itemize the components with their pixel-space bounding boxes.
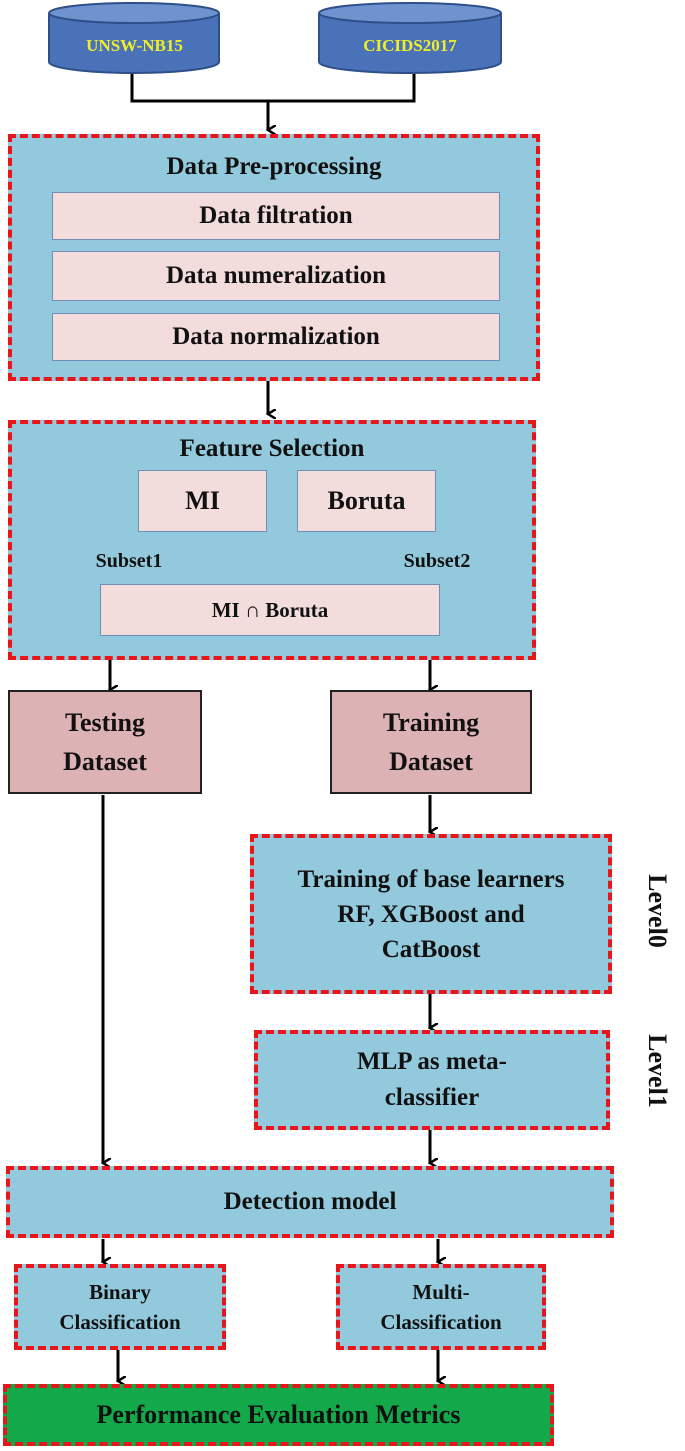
level0-base-learners-box: Training of base learners RF, XGBoost an… [250, 834, 612, 994]
multi-classification-text: Multi-Classification [380, 1279, 502, 1334]
step-data-numeralization: Data numeralization [52, 251, 500, 301]
training-dataset-label: Training Dataset [382, 708, 480, 776]
training-dataset-box: Training Dataset [330, 690, 532, 794]
level0-base-learners-text: Training of base learners RF, XGBoost an… [297, 865, 565, 963]
subset1-label: Subset1 [95, 549, 163, 572]
binary-classification-text: Binary Classification [59, 1279, 181, 1334]
dataset-label: CICIDS2017 [363, 36, 457, 55]
dataset-label: UNSW-NB15 [86, 36, 183, 55]
feature-selection-title: Feature Selection [179, 435, 365, 462]
preprocessing-title: Data Pre-processing [166, 153, 382, 180]
method-mi: MI [138, 470, 267, 532]
binary-classification-box: Binary Classification [14, 1264, 226, 1350]
database-cylinder-icon [48, 2, 220, 74]
level1-label: Level1 [643, 1034, 672, 1108]
level1-meta-classifier-text: MLP as meta-classifier [357, 1047, 507, 1111]
detection-model-box: Detection model [6, 1166, 614, 1238]
database-cylinder-icon [318, 2, 502, 74]
step-data-filtration: Data filtration [52, 192, 500, 240]
mi-boruta-intersection: MI ∩ Boruta [100, 584, 440, 636]
level1-meta-classifier-box: MLP as meta-classifier [254, 1030, 610, 1130]
dataset-unsw-nb15: UNSW-NB15 [47, 2, 222, 76]
level0-label: Level0 [643, 874, 672, 948]
subset2-label: Subset2 [403, 549, 471, 572]
multi-classification-box: Multi-Classification [336, 1264, 546, 1350]
arrow-datasets-merge [130, 74, 416, 103]
performance-evaluation-metrics-box: Performance Evaluation Metrics [3, 1384, 554, 1446]
method-boruta: Boruta [297, 470, 436, 532]
dataset-cicids2017: CICIDS2017 [317, 2, 503, 76]
step-data-normalization: Data normalization [52, 313, 500, 361]
testing-dataset-label: Testing Dataset [63, 708, 147, 776]
testing-dataset-box: Testing Dataset [8, 690, 202, 794]
